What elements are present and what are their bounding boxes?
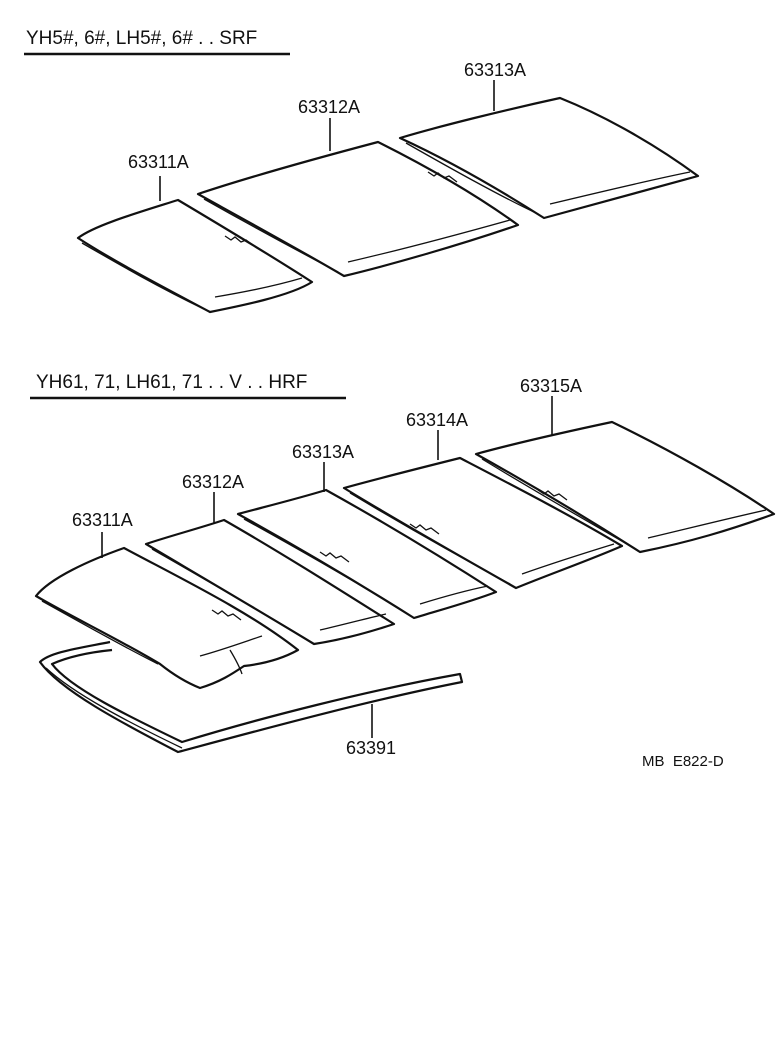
hrf-panel-63314a [342, 456, 624, 590]
hrf-section: YH61, 71, LH61, 71 . . V . . HRF [30, 372, 776, 758]
hrf-panel-63313a [236, 488, 498, 620]
hrf-label-63315a: 63315A [520, 376, 582, 396]
hrf-section-header: YH61, 71, LH61, 71 . . V . . HRF [36, 372, 307, 393]
hrf-label-63311a: 63311A [72, 510, 133, 530]
hrf-panel-63311a [34, 546, 300, 690]
figure-reference: MB E822-D [642, 753, 724, 770]
hrf-label-63391: 63391 [346, 738, 396, 758]
srf-label-63311a: 63311A [128, 152, 189, 172]
srf-panel-63312a [196, 140, 520, 278]
srf-label-63312a: 63312A [298, 97, 360, 117]
hrf-label-63312a: 63312A [182, 472, 244, 492]
hrf-label-63313a: 63313A [292, 442, 354, 462]
srf-section: YH5#, 6#, LH5#, 6# . . SRF 63311A 633 [24, 28, 700, 314]
srf-label-63313a: 63313A [464, 60, 526, 80]
srf-panel-63311a [76, 198, 314, 314]
hrf-panel-63315a [474, 420, 776, 554]
hrf-panel-63312a [144, 518, 396, 646]
hrf-label-63314a: 63314A [406, 410, 468, 430]
srf-section-header: YH5#, 6#, LH5#, 6# . . SRF [26, 28, 257, 49]
srf-panel-63313a [398, 96, 700, 220]
hrf-seal-63391 [38, 640, 464, 754]
